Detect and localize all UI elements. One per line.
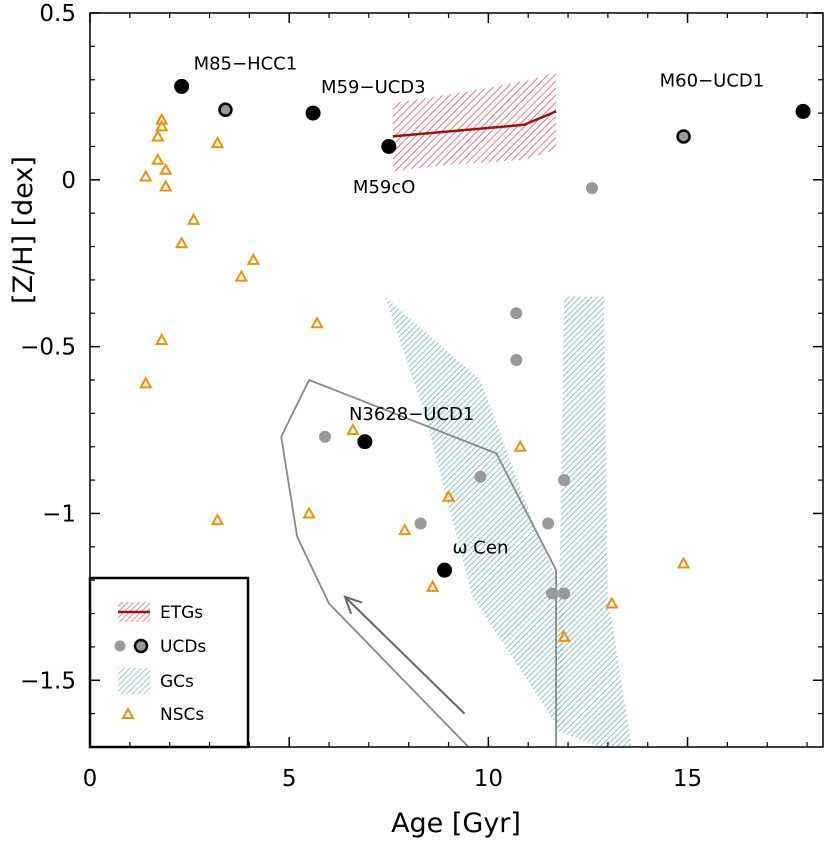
etg-band: [392, 71, 557, 172]
legend-label-nscs: NSCs: [160, 705, 204, 725]
data-points: [139, 78, 811, 642]
ucd-black-point: [357, 434, 373, 450]
annotation-label: ω Cen: [453, 537, 509, 558]
legend-label-ucds: UCDs: [160, 637, 206, 657]
annotation-label: M59cO: [353, 177, 416, 198]
y-tick-label: −0.5: [20, 335, 76, 361]
y-tick-label: −1: [42, 501, 76, 527]
ucd-black-point: [437, 562, 453, 578]
ucd-black-point: [381, 138, 397, 154]
legend-nsc-marker: [121, 706, 135, 719]
nsc-point: [139, 376, 153, 389]
ucd-gray-point: [542, 517, 555, 530]
legend-entry-ucds: UCDs: [114, 637, 206, 657]
ucd-black-point: [795, 103, 811, 119]
nsc-point: [246, 252, 261, 265]
nsc-point: [158, 162, 173, 175]
ucd-black-point: [305, 105, 321, 121]
y-tick-label: −1.5: [20, 668, 76, 694]
y-tick-label: 0: [61, 168, 76, 194]
etg-band-fill: [392, 71, 557, 172]
legend-label-etgs: ETGs: [160, 603, 203, 623]
ucd-gray-point: [585, 182, 598, 195]
legend-gc-swatch: [118, 668, 150, 694]
model-arrow-head: [343, 595, 363, 615]
nsc-point: [513, 439, 527, 452]
nsc-point: [151, 129, 165, 142]
gc-region: [556, 296, 632, 747]
ucd-gray-point: [510, 307, 523, 320]
annotation-label: M85−HCC1: [194, 54, 298, 75]
annotation-label: N3628−UCD1: [349, 404, 474, 425]
nsc-point: [174, 236, 189, 249]
nsc-point: [310, 316, 324, 329]
nsc-point: [398, 523, 412, 536]
nsc-point: [605, 596, 619, 609]
legend-entry-etgs: ETGs: [118, 602, 203, 623]
nsc-point: [557, 629, 571, 642]
legend-ucd-ringed-marker: [133, 638, 149, 654]
gc-regions: [384, 296, 632, 747]
nsc-point: [210, 513, 225, 526]
gc-region: [384, 296, 565, 731]
legend-entry-nscs: NSCs: [121, 705, 204, 725]
ucd-gray-point: [414, 517, 427, 530]
nsc-point: [234, 269, 249, 282]
nsc-point: [155, 332, 169, 345]
y-axis-title: [Z/H] [dex]: [8, 156, 39, 304]
ucd-gray-point: [510, 353, 523, 366]
legend-box: [88, 576, 250, 749]
annotation-label: M60−UCD1: [660, 70, 765, 91]
model-arrow-shaft: [344, 596, 466, 715]
x-tick-label: 15: [673, 766, 702, 792]
legend-label-gcs: GCs: [160, 672, 194, 692]
ucd-gray-point: [546, 587, 559, 600]
ucd-gray-point: [558, 474, 571, 487]
nsc-point: [676, 556, 691, 569]
nsc-point: [158, 179, 173, 192]
model-track-line: [280, 378, 557, 747]
axes: 0 5 10 15 0.5 0 −0.5 −1 −1.5: [20, 1, 823, 792]
nsc-point: [441, 489, 456, 502]
nsc-point: [210, 136, 225, 149]
nsc-point: [346, 422, 360, 436]
nsc-point: [425, 579, 440, 592]
nsc-point: [139, 169, 153, 182]
nsc-point: [155, 119, 169, 132]
annotation-label: M59−UCD3: [321, 77, 426, 98]
x-tick-label: 5: [282, 766, 297, 792]
legend-ucd-gray-marker: [114, 640, 126, 652]
x-tick-label: 0: [83, 766, 98, 792]
ucd-ringed-point: [218, 102, 233, 118]
ucd-ringed-point: [676, 129, 691, 144]
legend: ETGs UCDs GCs NSCs: [88, 576, 250, 749]
legend-entry-gcs: GCs: [118, 668, 194, 694]
nsc-point: [186, 212, 201, 225]
model-track: [280, 378, 557, 747]
nsc-point: [302, 506, 316, 519]
etg-median-line: [392, 110, 557, 138]
ucd-gray-point: [558, 587, 571, 600]
nsc-point: [155, 112, 169, 125]
ucd-black-point: [174, 78, 190, 94]
y-tick-label: 0.5: [39, 1, 76, 27]
nsc-point: [151, 152, 165, 165]
x-axis-title: Age [Gyr]: [391, 808, 521, 839]
ucd-gray-point: [474, 470, 487, 483]
x-tick-label: 10: [474, 766, 503, 792]
ucd-gray-point: [319, 430, 332, 443]
